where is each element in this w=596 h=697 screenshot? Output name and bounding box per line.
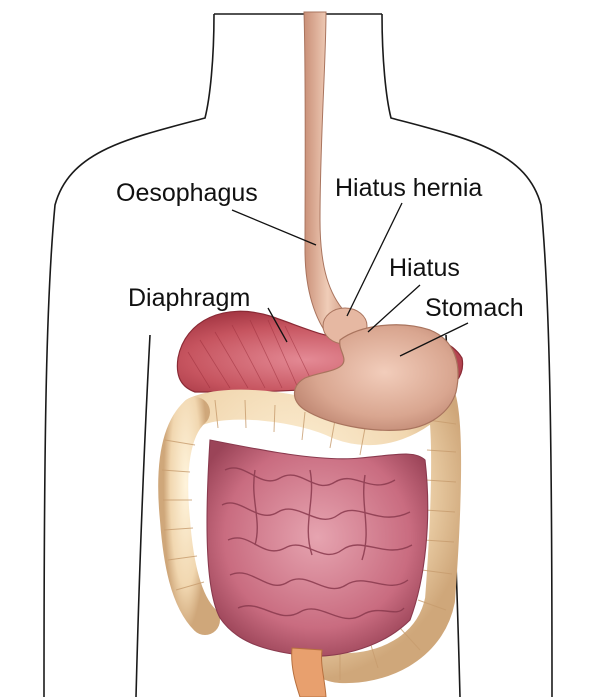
- rectum-shape: [292, 648, 326, 697]
- label-hiatus-hernia: Hiatus hernia: [335, 174, 482, 202]
- small-intestine-shape: [207, 440, 428, 656]
- oesophagus-leader: [232, 210, 316, 245]
- label-hiatus: Hiatus: [389, 254, 460, 282]
- label-oesophagus: Oesophagus: [116, 179, 258, 207]
- label-diaphragm: Diaphragm: [128, 284, 250, 312]
- label-stomach: Stomach: [425, 294, 524, 322]
